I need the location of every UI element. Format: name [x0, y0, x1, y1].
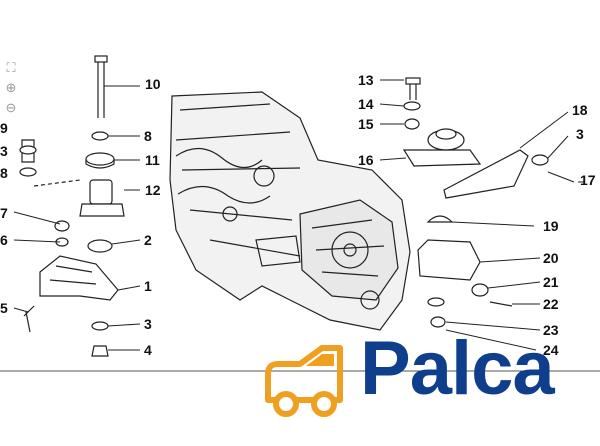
palca-logo-text: Palca	[360, 326, 555, 411]
callout-5: 5	[0, 300, 8, 316]
left-mount-parts	[19, 55, 125, 357]
callout-9: 9	[0, 120, 8, 136]
callout-15: 15	[358, 116, 374, 132]
leader-lines-right	[379, 79, 584, 351]
callout-8: 8	[144, 128, 152, 144]
callout-2: 2	[144, 232, 152, 248]
callout-23: 23	[543, 322, 559, 338]
callout-10: 10	[145, 76, 161, 92]
callout-1: 1	[144, 278, 152, 294]
callout-3: 3	[144, 316, 152, 332]
zoom-out-icon[interactable]: ⊖	[5, 100, 17, 115]
leader-lines-left	[13, 85, 141, 351]
callout-13: 13	[358, 72, 374, 88]
engine-block	[169, 91, 411, 331]
callout-19: 19	[543, 218, 559, 234]
callout-3: 3	[0, 143, 8, 159]
callout-24: 24	[543, 342, 559, 358]
callout-7: 7	[0, 205, 8, 221]
palca-logo-graphic	[265, 345, 343, 417]
callout-20: 20	[543, 250, 559, 266]
callout-4: 4	[144, 342, 152, 358]
callout-22: 22	[543, 296, 559, 312]
right-mount-parts	[402, 77, 575, 328]
callout-11: 11	[145, 152, 160, 168]
callout-8: 8	[0, 165, 8, 181]
callout-6: 6	[0, 232, 8, 248]
callout-21: 21	[543, 274, 559, 290]
callout-16: 16	[358, 152, 374, 168]
callout-3: 3	[576, 126, 584, 142]
callout-12: 12	[145, 182, 161, 198]
callout-18: 18	[572, 102, 588, 118]
callout-17: 17	[580, 172, 596, 188]
callout-14: 14	[358, 96, 374, 112]
fit-icon[interactable]: ⛶	[6, 60, 16, 75]
zoom-in-icon[interactable]: ⊕	[5, 80, 17, 95]
viewer-toolbar: ⛶ ⊕ ⊖	[2, 60, 24, 120]
